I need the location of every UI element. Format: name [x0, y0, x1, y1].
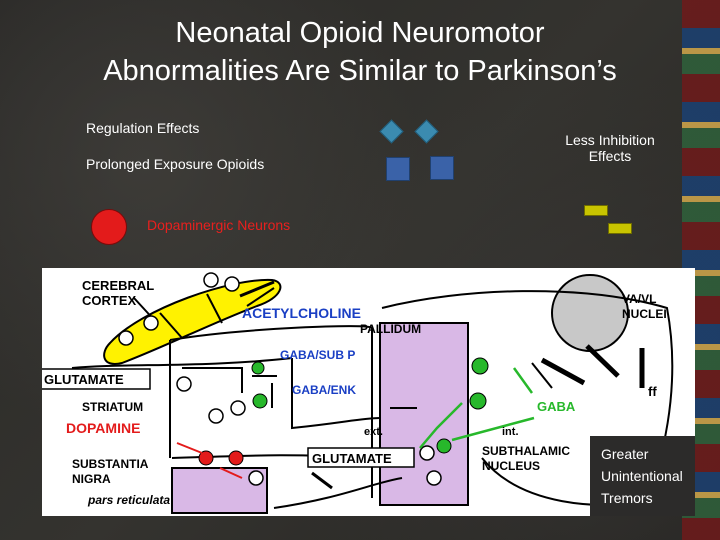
pallidum-neuron: [471, 357, 489, 375]
outcome-backdrop: [590, 436, 695, 516]
ff-label: ff: [648, 384, 657, 399]
inhibition-bar-icon: [584, 205, 608, 216]
pallidum-neuron: [469, 392, 487, 410]
cerebral-cortex-shape: [103, 278, 282, 365]
gaba-sub-p-label: GABA/SUB P: [280, 348, 355, 362]
int-label: int.: [502, 426, 519, 438]
basal-ganglia-diagram: CEREBRAL CORTEX ACETYLCHOLINE PALLIDUM V…: [42, 268, 695, 516]
dopamine-neuron: [228, 450, 244, 466]
subthalamic-label-2: NUCLEUS: [482, 459, 540, 473]
cerebral-cortex-label-2: CORTEX: [82, 293, 137, 308]
legend-regulation-effects: Regulation Effects: [86, 120, 200, 136]
less-inhibition-line-1: Less Inhibition: [565, 132, 655, 148]
opioid-square-icon: [386, 157, 410, 181]
subthalamic-neuron: [436, 438, 452, 454]
acetylcholine-label: ACETYLCHOLINE: [242, 305, 361, 321]
legend-dopaminergic-neurons: Dopaminergic Neurons: [147, 217, 291, 233]
legend-prolonged-exposure: Prolonged Exposure Opioids: [86, 156, 265, 172]
outcome-line-3: Tremors: [601, 490, 653, 506]
ext-label: ext.: [364, 426, 383, 438]
substantia-label: SUBSTANTIA: [72, 457, 149, 471]
slide-title: Neonatal Opioid Neuromotor Abnormalities…: [0, 14, 720, 90]
legend-less-inhibition: Less Inhibition Effects: [548, 132, 672, 164]
cerebral-cortex-label: CEREBRAL: [82, 278, 154, 293]
inhibition-bar-icon: [608, 223, 632, 234]
outcome-line-1: Greater: [601, 446, 649, 462]
pallidum-label: PALLIDUM: [360, 322, 421, 336]
dopaminergic-neuron-icon: [91, 209, 127, 245]
title-line-1: Neonatal Opioid Neuromotor: [175, 17, 545, 49]
va-vl-label-2: NUCLEI: [622, 307, 667, 321]
outcome-line-2: Unintentional: [601, 468, 683, 484]
dopamine-neuron: [198, 450, 214, 466]
va-vl-label: VA/VL: [622, 292, 656, 306]
gaba-right-label: GABA: [537, 399, 576, 414]
outcome-text: Greater Unintentional Tremors: [601, 443, 683, 509]
gaba-sub-p-neuron: [251, 361, 265, 375]
pars-reticulata-label: pars reticulata: [87, 493, 170, 507]
pathway-lines: [71, 325, 403, 509]
substantia-label-2: NIGRA: [72, 472, 111, 486]
pallidum-region: [379, 322, 469, 506]
striatum-label: STRIATUM: [82, 400, 143, 414]
opioid-square-icon: [430, 156, 454, 180]
va-vl-nuclei-shape: [551, 274, 629, 352]
dopamine-label: DOPAMINE: [66, 420, 140, 436]
gaba-enk-label: GABA/ENK: [292, 383, 356, 397]
gaba-enk-neuron: [252, 393, 268, 409]
title-line-2: Abnormalities Are Similar to Parkinson’s: [103, 55, 617, 87]
glutamate-bottom-label: GLUTAMATE: [312, 451, 392, 466]
less-inhibition-line-2: Effects: [588, 148, 632, 164]
glutamate-left-label: GLUTAMATE: [44, 372, 124, 387]
subthalamic-label: SUBTHALAMIC: [482, 444, 570, 458]
